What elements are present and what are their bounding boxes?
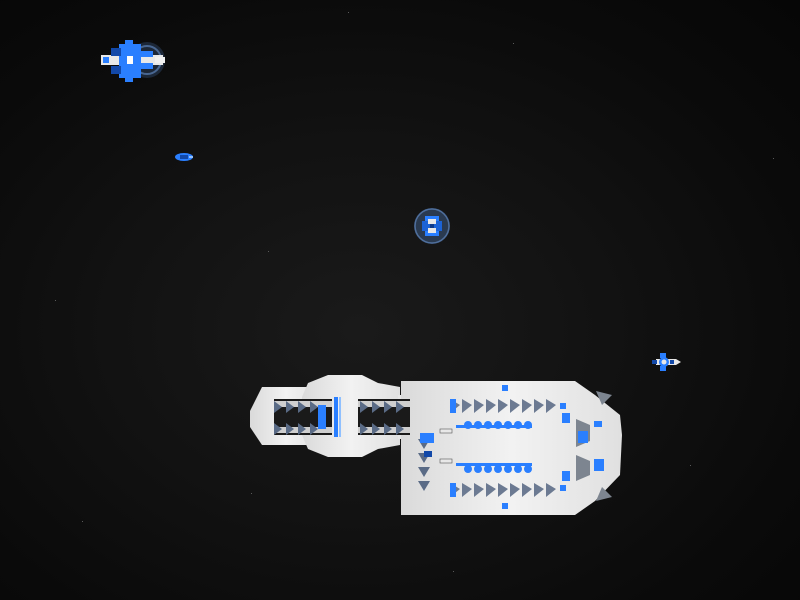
- star: [690, 465, 691, 466]
- star: [268, 251, 269, 252]
- star: [453, 571, 454, 572]
- shielded-pod-ship[interactable]: [413, 207, 451, 245]
- star: [513, 43, 514, 44]
- star: [348, 12, 349, 13]
- small-drone-ship[interactable]: [174, 151, 194, 163]
- star: [55, 300, 56, 301]
- star: [251, 493, 252, 494]
- capital-carrier-station[interactable]: [250, 375, 622, 517]
- player-fighter-ship[interactable]: [97, 38, 171, 84]
- star: [82, 521, 83, 522]
- star: [773, 158, 774, 159]
- interceptor-ship[interactable]: [650, 351, 682, 373]
